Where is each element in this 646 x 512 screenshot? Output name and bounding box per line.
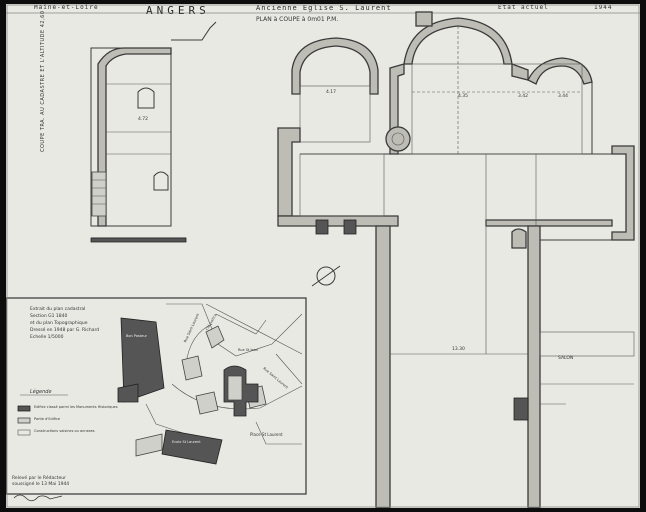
header-year: 1944 <box>594 4 613 11</box>
inset-title-line: Echelle 1/5000 <box>30 335 64 340</box>
inset-title-line: et du plan Topographique <box>30 321 88 326</box>
map-place-label: Place St Laurent <box>250 432 283 437</box>
dimension-label: 4.35 <box>458 94 469 99</box>
dimension-label: 4.72 <box>138 117 149 122</box>
legend-item: Partie d'Edifice <box>34 417 61 421</box>
map-place-label: Bon Pasteur <box>126 334 147 338</box>
plan-title: PLAN à COUPE à 0m01 P.M. <box>256 16 339 23</box>
header-state: Etat actuel <box>498 4 549 11</box>
header-subject: Ancienne Eglise S. Laurent <box>256 4 392 12</box>
dimension-label: 13.30 <box>452 347 465 352</box>
floor-plan-drawing <box>6 4 640 508</box>
section-side-note: COUPE TRA. AU CADASTRE ET L'ALTITUDE 42,… <box>40 10 46 152</box>
room-label: SALON <box>558 356 574 361</box>
legend-title: Légende <box>30 389 52 395</box>
footer-line: soussigné le 13 Mai 1944 <box>12 482 70 487</box>
drawing-sheet: Maine-et-Loire ANGERS Ancienne Eglise S.… <box>6 4 640 508</box>
dimension-label: 3.44 <box>558 94 569 99</box>
map-place-label: Ecole St Laurent <box>172 440 201 444</box>
map-place-label: Rue St Jean <box>238 348 259 352</box>
footer-line: Relevé par le Rédacteur <box>12 476 66 481</box>
header-city: ANGERS <box>146 4 210 17</box>
dimension-label: 4.17 <box>326 90 337 95</box>
signature-image <box>13 494 63 502</box>
inset-title-line: Section G1 1840 <box>30 314 68 319</box>
inset-title: Extrait du plan cadastral Section G1 184… <box>30 306 99 341</box>
header-department: Maine-et-Loire <box>34 4 99 11</box>
legend-item: Constructions voisines ou annexes <box>34 429 95 433</box>
inset-title-line: Dressé en 1948 par G. Richard <box>30 328 100 333</box>
dimension-label: 3.42 <box>518 94 529 99</box>
inset-title-line: Extrait du plan cadastral <box>30 307 86 312</box>
footer-note: Relevé par le Rédacteur soussigné le 13 … <box>12 476 69 488</box>
legend-item: Edifice classé parmi les Monuments Histo… <box>34 405 118 409</box>
